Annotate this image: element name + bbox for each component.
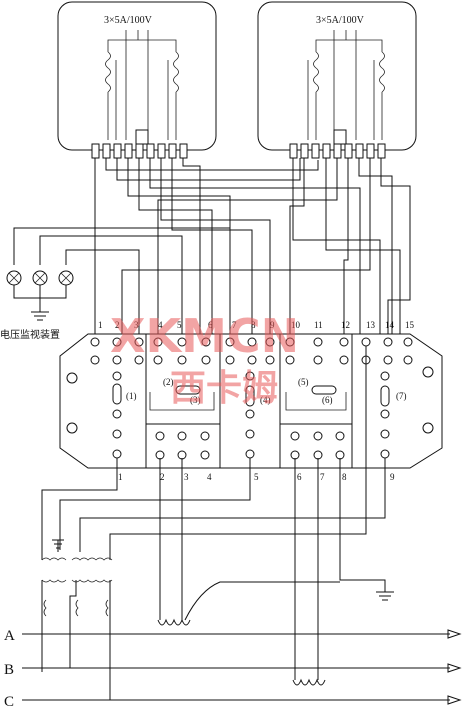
phase-buses: [22, 629, 462, 705]
section-1-label: (1): [126, 391, 137, 401]
top-num-13: 13: [366, 320, 376, 330]
watermark-latin: XKMCN: [110, 309, 299, 363]
terminal-top-numbers: 1 2 3 4 5 6 7 8 9 10 11 12 13 14 15: [98, 320, 415, 330]
bottom-num-4: 4: [207, 472, 212, 482]
top-num-7: 7: [232, 320, 237, 330]
voltage-monitor-lamps: [6, 270, 74, 321]
meter-left-rating: 3×5A/100V: [104, 15, 153, 26]
phase-c-label: C: [4, 694, 14, 707]
top-num-11: 11: [314, 320, 323, 330]
wires-lower: [41, 346, 394, 680]
bottom-num-6: 6: [297, 472, 302, 482]
section-5-label: (5): [298, 377, 309, 387]
phase-a-label: A: [4, 628, 15, 644]
bottom-num-8: 8: [342, 472, 347, 482]
bottom-num-7: 7: [320, 472, 325, 482]
meter-left: 3×5A/100V: [57, 1, 217, 159]
voltage-monitor-label: 电压监视装置: [0, 328, 60, 341]
voltage-transformer: [41, 539, 113, 700]
bottom-num-5: 5: [254, 472, 259, 482]
top-num-8: 8: [251, 320, 256, 330]
terminal-block: (1) (2) (3) (4) (5) (6) (7): [59, 333, 443, 469]
top-num-14: 14: [385, 320, 395, 330]
meter-right: 3×5A/100V: [257, 1, 417, 159]
top-num-15: 15: [405, 320, 415, 330]
bottom-num-9: 9: [390, 472, 395, 482]
terminal-bottom-numbers: 1 2 3 4 5 6 7 8 9: [118, 472, 395, 482]
phase-b-label: B: [4, 662, 14, 678]
watermark-cjk: 西卡姆: [170, 368, 278, 409]
current-transformer-c: [292, 678, 326, 686]
section-3-label: (3): [190, 395, 201, 405]
meter-right-rating: 3×5A/100V: [316, 15, 365, 26]
top-num-3: 3: [134, 320, 139, 330]
top-num-12: 12: [341, 320, 350, 330]
top-num-6: 6: [208, 320, 213, 330]
top-num-2: 2: [115, 320, 120, 330]
terminal-links: [112, 383, 390, 411]
wires-upper: [13, 158, 411, 334]
bottom-num-2: 2: [160, 472, 165, 482]
bottom-num-3: 3: [184, 472, 189, 482]
top-num-9: 9: [270, 320, 275, 330]
top-num-1: 1: [98, 320, 103, 330]
top-num-5: 5: [177, 320, 182, 330]
terminal-mid-screws: [112, 371, 390, 460]
top-num-10: 10: [291, 320, 301, 330]
bottom-num-1: 1: [118, 472, 123, 482]
current-transformer-a: [157, 618, 191, 626]
terminal-top-screws: [90, 337, 413, 365]
section-7-label: (7): [396, 391, 407, 401]
section-2-label: (2): [163, 377, 174, 387]
section-6-label: (6): [322, 395, 333, 405]
section-4-label: (4): [260, 395, 271, 405]
top-num-4: 4: [158, 320, 163, 330]
